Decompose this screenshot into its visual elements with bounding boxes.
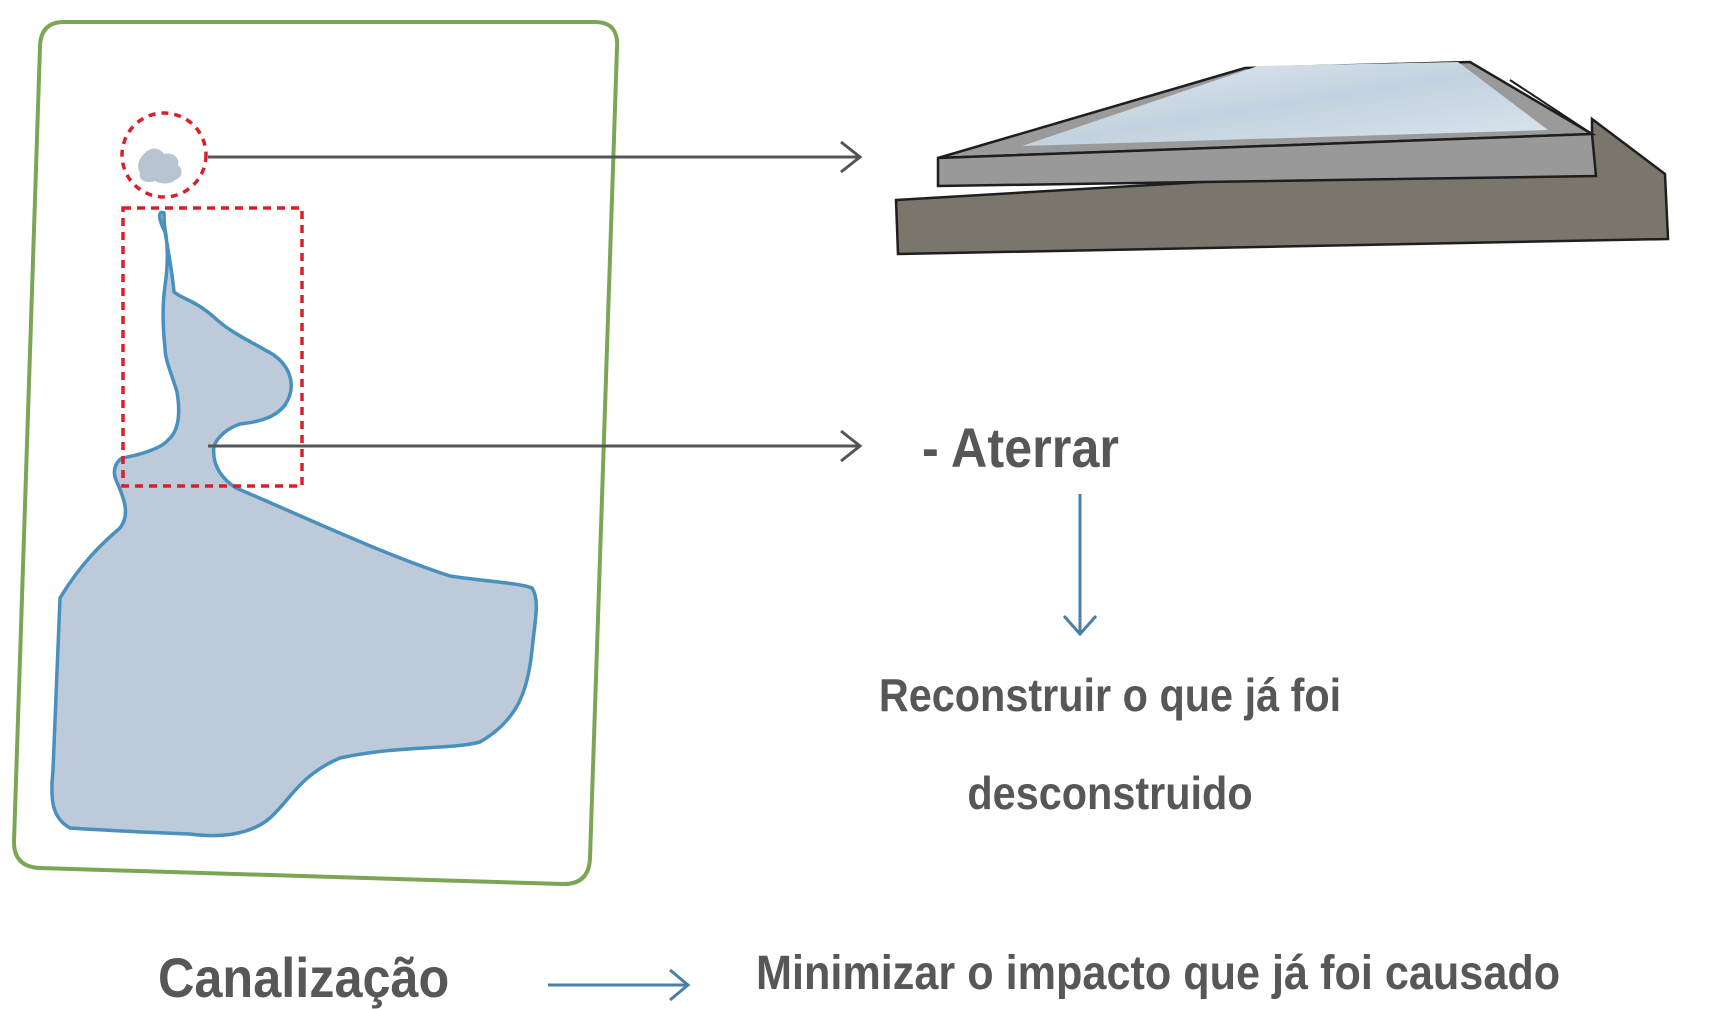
connector-arrow-middle bbox=[208, 429, 863, 463]
connector-arrow-top bbox=[208, 140, 863, 174]
label-canalizacao: Canalização bbox=[158, 946, 450, 1009]
slab-front-face bbox=[936, 132, 1598, 188]
site-plan-frame bbox=[11, 20, 620, 887]
label-reconstruir-line1: Reconstruir o que já foi bbox=[878, 669, 1342, 721]
label-minimizar: Minimizar o impacto que já foi causado bbox=[756, 947, 1561, 1000]
label-aterrar: - Aterrar bbox=[922, 416, 1120, 479]
pond-blob bbox=[138, 148, 182, 184]
label-reconstruir-line2: desconstruido bbox=[967, 767, 1253, 819]
water-body-shape bbox=[50, 210, 539, 838]
highlight-rectangle bbox=[121, 206, 304, 488]
flow-arrow-down bbox=[1062, 494, 1098, 637]
slab-illustration bbox=[894, 60, 1670, 256]
highlight-circle bbox=[120, 111, 208, 199]
slab-ice-surface bbox=[1022, 62, 1548, 146]
flow-arrow-right bbox=[548, 968, 691, 1002]
